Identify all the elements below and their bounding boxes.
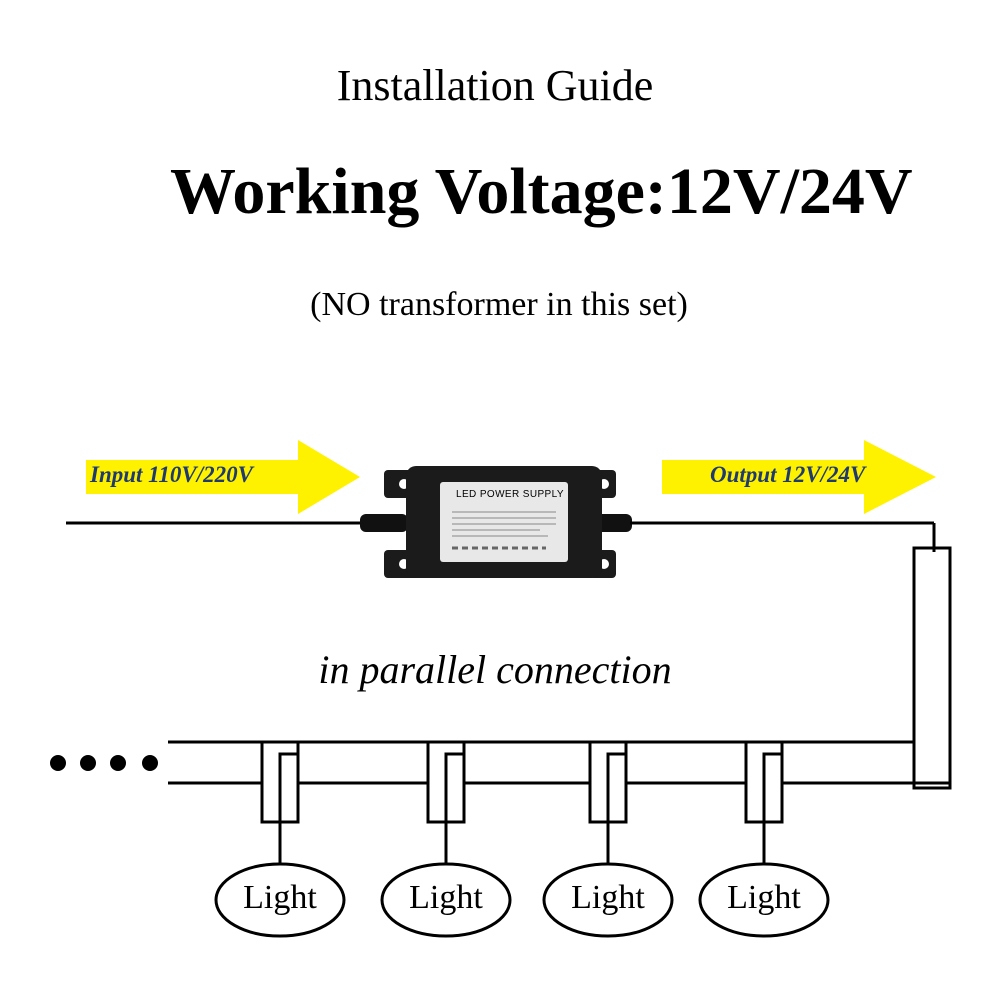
light-connector <box>260 740 300 866</box>
light-ellipse <box>698 862 830 938</box>
light-connector <box>588 740 628 866</box>
light-connector <box>426 740 466 866</box>
parallel-connection-caption: in parallel connection <box>318 647 672 692</box>
light-label: Light <box>571 879 645 916</box>
bus-terminal <box>912 546 952 790</box>
input-cable-sleeve <box>360 514 408 532</box>
light-ellipse <box>542 862 674 938</box>
light-ellipse <box>214 862 346 938</box>
input-arrow <box>86 440 360 514</box>
working-voltage-headline: Working Voltage:12V/24V <box>170 155 913 228</box>
ellipsis-dots-icon <box>50 755 158 771</box>
output-cable-sleeve <box>596 514 632 532</box>
no-transformer-note: (NO transformer in this set) <box>310 286 688 323</box>
light-label: Light <box>409 879 483 916</box>
output-arrow <box>662 440 936 514</box>
light-connector <box>744 740 784 866</box>
input-voltage-label: Input 110V/220V <box>90 462 253 487</box>
page-title: Installation Guide <box>336 61 654 110</box>
led-power-supply <box>384 466 616 578</box>
light-label: Light <box>243 879 317 916</box>
power-supply-label: LED POWER SUPPLY <box>456 489 564 500</box>
output-voltage-label: Output 12V/24V <box>710 462 866 487</box>
light-ellipse <box>380 862 512 938</box>
light-label: Light <box>727 879 801 916</box>
